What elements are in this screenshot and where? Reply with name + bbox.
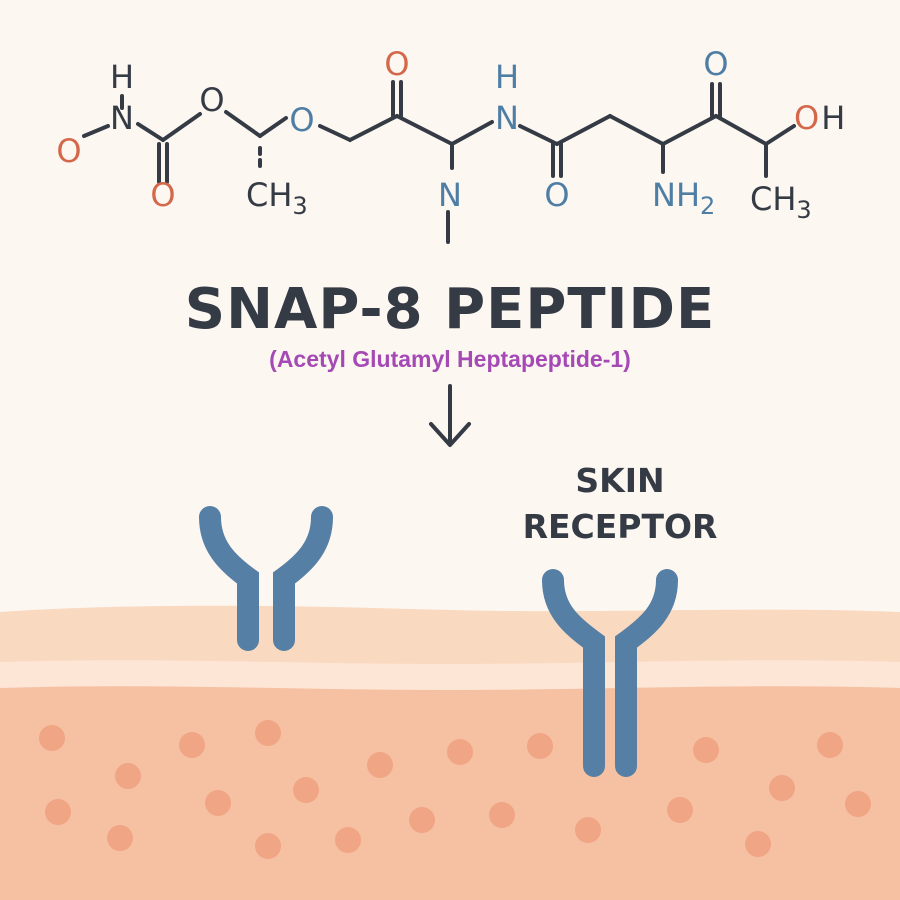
skin-cell [255,720,281,746]
skin-cell [769,775,795,801]
down-arrow-icon [429,384,471,447]
skin-cell [489,802,515,828]
atom-o-carbonyl-left: O [150,176,175,214]
molecule-atoms: H N O O O CH3 O O N H N O NH2 O OH CH3 [56,45,845,224]
bond [764,124,796,146]
bond [224,110,262,138]
atom-o-carbonyl-mid: O [384,45,409,83]
atom-o-ester-a: O [199,81,224,119]
skin-cell [45,799,71,825]
skin-cell [39,725,65,751]
bond [258,116,288,138]
bond [608,114,665,146]
page-title: SNAP-8 PEPTIDE [184,277,716,342]
atom-n-left: N [110,99,134,137]
receptor-left-arm-a [199,506,259,651]
atom-h-amide: H [495,58,519,96]
skin-receptor-arm-a [542,569,605,777]
atom-o-ester-b: O [289,101,314,139]
bond [661,114,718,146]
receptor-label-line1: SKIN [575,461,665,500]
skin-dermis-layer [0,686,900,900]
skin-cell [367,752,393,778]
bond [348,114,399,142]
bond [518,124,559,146]
skin-cell [293,777,319,803]
skin-cell [107,825,133,851]
receptor-left [199,506,333,651]
skin-cell [845,791,871,817]
skin-cell [527,733,553,759]
bond [555,114,612,146]
skin-cell [335,827,361,853]
bond [395,114,454,146]
bond [82,124,110,138]
skin-layers [0,605,900,900]
bond [161,112,202,142]
skin-cell [693,737,719,763]
bond [714,114,768,146]
atom-n-amide: N [495,99,519,137]
atom-o-left: O [56,132,81,170]
skin-cell [817,732,843,758]
skin-cell [255,833,281,859]
receptor-label-line2: RECEPTOR [522,507,718,546]
skin-cells [39,720,871,859]
skin-cell [115,763,141,789]
atom-oh: OH [794,99,845,137]
page-subtitle: (Acetyl Glutamyl Heptapeptide-1) [269,346,631,372]
skin-cell [205,790,231,816]
atom-ch3-right: CH3 [750,180,812,224]
skin-cell [667,797,693,823]
atom-o-ketone: O [703,45,728,83]
atom-h-top-left: H [110,58,134,96]
bond [318,124,352,142]
receptor-left-arm-b [273,506,333,651]
molecule-bonds [82,80,796,244]
atom-o-carbonyl-right: O [544,176,569,214]
skin-cell [447,739,473,765]
bond [450,120,494,146]
skin-cell [179,732,205,758]
skin-cell [409,807,435,833]
skin-receptor-arm-b [615,569,678,777]
atom-ch3-left: CH3 [246,176,308,220]
skin-cell [745,831,771,857]
atom-n-methyl: N [438,176,462,214]
bond [136,122,165,142]
atom-nh2: NH2 [652,176,715,220]
skin-receptor [542,569,678,777]
skin-cell [575,817,601,843]
